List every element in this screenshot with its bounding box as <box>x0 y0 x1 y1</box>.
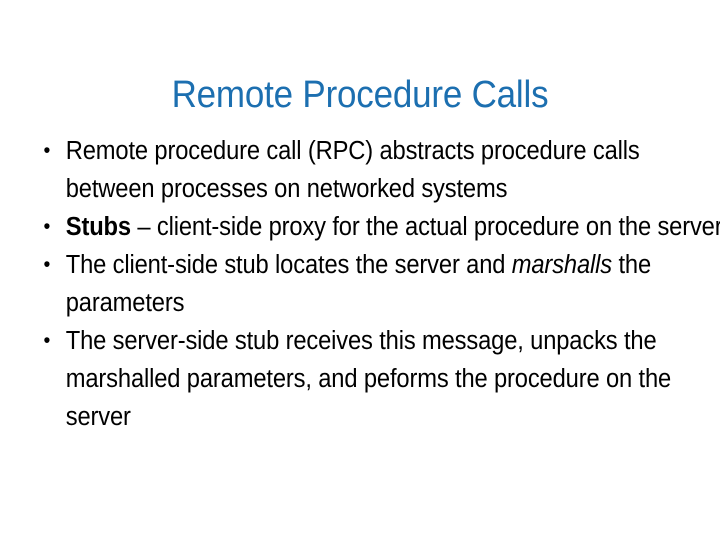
list-item-text: The server-side stub receives this messa… <box>66 322 720 436</box>
bullet-dot-icon: • <box>43 139 51 162</box>
text-run-bold: Stubs <box>65 213 131 241</box>
text-run-normal: Remote procedure call (RPC) abstracts pr… <box>65 137 640 203</box>
bullet-dot-icon: • <box>43 253 51 276</box>
text-run-normal: The client-side stub locates the server … <box>65 251 512 279</box>
list-item-text: Stubs – client-side proxy for the actual… <box>66 208 720 246</box>
page-title: Remote Procedure Calls <box>171 74 549 117</box>
list-item-text: The client-side stub locates the server … <box>66 246 720 322</box>
list-item: • Remote procedure call (RPC) abstracts … <box>36 132 720 208</box>
text-run-normal: the parameters <box>65 251 651 317</box>
bullet-dot-icon: • <box>43 329 51 352</box>
list-item: • Stubs – client-side proxy for the actu… <box>36 208 720 246</box>
text-run-normal: – client-side proxy for the actual proce… <box>130 213 720 241</box>
list-item: • The server-side stub receives this mes… <box>36 322 720 436</box>
bullet-list: • Remote procedure call (RPC) abstracts … <box>36 132 720 436</box>
text-run-normal: The server-side stub receives this messa… <box>65 327 672 431</box>
list-item-text: Remote procedure call (RPC) abstracts pr… <box>66 132 720 208</box>
bullet-dot-icon: • <box>43 215 51 238</box>
text-run-italic: marshalls <box>511 251 612 279</box>
list-item: • The client-side stub locates the serve… <box>36 246 720 322</box>
